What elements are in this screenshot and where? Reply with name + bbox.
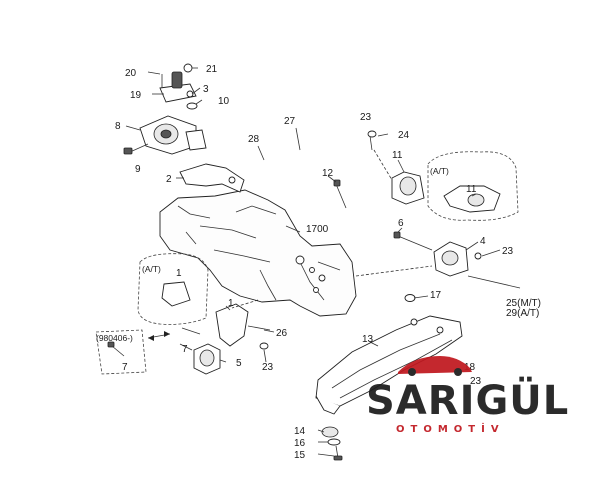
callout-28: 28 (248, 134, 260, 145)
callout-14: 14 (294, 426, 306, 437)
callout-23-top: 23 (360, 112, 372, 123)
callout-11-left: 11 (392, 150, 403, 161)
callout-16: 16 (294, 438, 306, 449)
sarigul-watermark-logo: SARIGÜL OTOMOTİV (366, 356, 569, 435)
part-12-bolt (333, 179, 347, 209)
callout-7-box: 7 (122, 362, 128, 373)
variant-tags: (A/T) (A/T) (980406-) (96, 166, 449, 343)
callout-1700: 1700 (306, 224, 329, 235)
callout-3: 3 (203, 84, 209, 95)
part-4-mount (355, 231, 521, 289)
part-1-bracket (215, 299, 271, 347)
callout-23-right: 23 (502, 246, 514, 257)
callout-2: 2 (166, 174, 172, 185)
leader-lines (125, 67, 501, 457)
callout-1-box: 1 (176, 268, 182, 279)
part-2-bracket (179, 127, 301, 193)
part-group-19 (159, 63, 198, 110)
callout-23-crossmember: 23 (470, 376, 482, 387)
callout-23-bottom: 23 (262, 362, 274, 373)
part-5-mount (181, 327, 269, 375)
callout-29-at: 29(A/T) (506, 308, 539, 319)
callout-20: 20 (125, 68, 137, 79)
engine-outline (159, 189, 357, 317)
callout-15: 15 (294, 450, 306, 461)
at-variant-box-left (137, 253, 209, 325)
callout-25-mt: 25(M/T) (506, 298, 541, 309)
callout-5: 5 (236, 358, 242, 369)
callout-17: 17 (430, 290, 442, 301)
callout-6: 6 (398, 218, 404, 229)
date-variant-box (95, 329, 147, 375)
callout-12: 12 (322, 168, 334, 179)
watermark-brand: SARIGÜL (366, 376, 569, 424)
part-11-mount (367, 130, 425, 205)
part-17 (404, 294, 416, 302)
callout-24: 24 (398, 130, 410, 141)
callout-10: 10 (218, 96, 230, 107)
callout-8: 8 (115, 121, 121, 132)
callout-9: 9 (135, 164, 141, 175)
tag-date-box: (980406-) (96, 333, 133, 343)
double-arrow-icon (147, 331, 171, 341)
callout-18: 18 (464, 362, 476, 373)
tag-at-left: (A/T) (142, 264, 161, 274)
callout-19: 19 (130, 90, 142, 101)
callout-1-center: 1 (228, 298, 234, 309)
watermark-sub: OTOMOTİV (396, 421, 505, 435)
callout-27: 27 (284, 116, 296, 127)
callout-7-main: 7 (182, 344, 188, 355)
callout-11-right: 11 (466, 184, 477, 195)
tag-at-top: (A/T) (430, 166, 449, 176)
part-8-engine-mount (123, 115, 207, 155)
callout-4: 4 (480, 236, 486, 247)
at-variant-box-top (427, 151, 519, 221)
part-14-16-15-stack (321, 426, 343, 461)
part-13-crossmember (315, 315, 463, 415)
callout-13: 13 (362, 334, 374, 345)
callout-labels: 20 21 19 3 10 8 9 2 28 27 23 24 11 12 11… (115, 64, 541, 461)
callout-21: 21 (206, 64, 218, 75)
callout-26: 26 (276, 328, 288, 339)
